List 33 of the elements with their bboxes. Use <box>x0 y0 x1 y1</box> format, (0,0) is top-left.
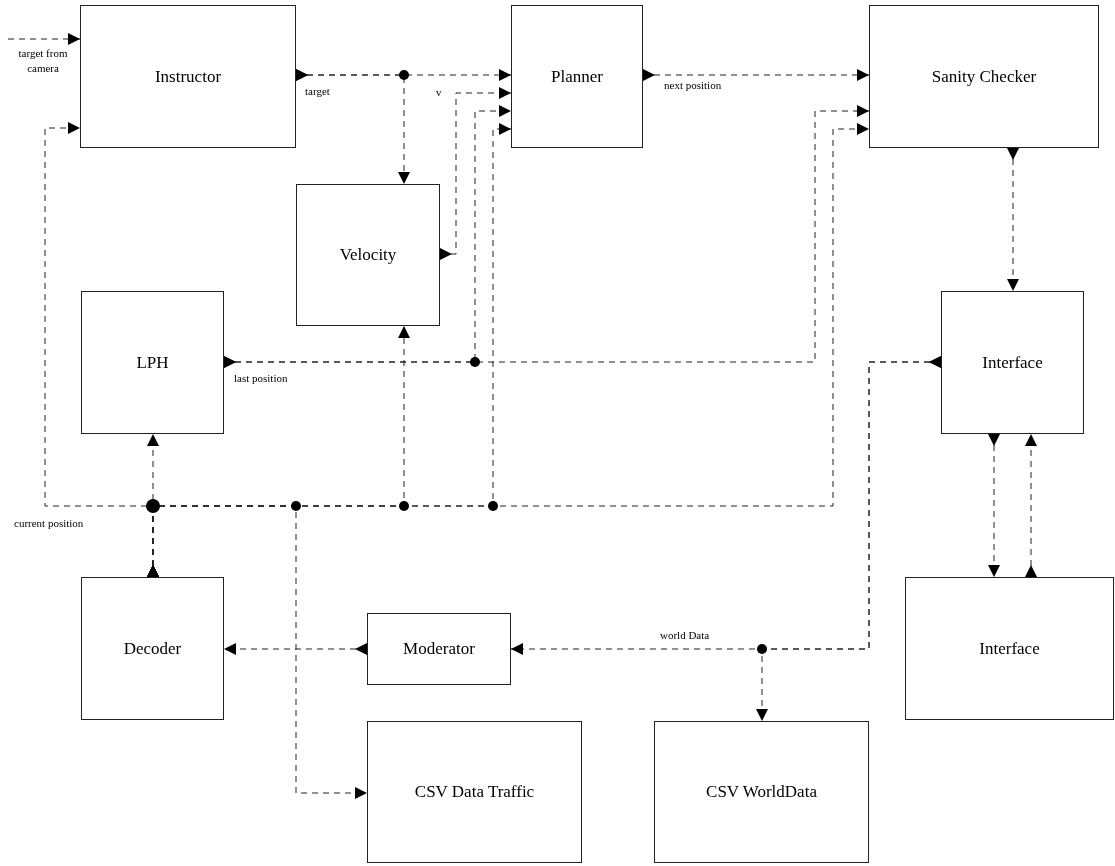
dashed-arrow <box>295 69 410 185</box>
block-label: Planner <box>551 65 603 88</box>
block-box <box>869 5 1099 148</box>
dashed-arrow <box>756 356 942 722</box>
dashed-arrow <box>1007 147 1019 292</box>
dashed-arrow <box>147 123 870 578</box>
block-box <box>367 613 511 685</box>
dashed-arrow <box>1025 433 1037 578</box>
block-box <box>654 721 869 863</box>
block-box <box>941 291 1084 434</box>
block-box <box>367 721 582 863</box>
block-label: LPH <box>136 351 169 374</box>
block-label: Sanity Checker <box>931 65 1037 88</box>
block-box <box>80 5 296 148</box>
block-label: Decoder <box>123 637 182 660</box>
block-label: Moderator <box>403 638 475 661</box>
block-label: CSV Data Traffic <box>414 781 535 804</box>
block-box <box>905 577 1114 720</box>
block-label: Interface <box>982 351 1043 374</box>
dashed-arrow <box>223 105 870 368</box>
dashed-arrow <box>988 433 1000 578</box>
dashed-arrow <box>439 87 512 260</box>
dashed-arrow <box>7 33 81 45</box>
dashed-arrow <box>223 643 368 655</box>
block-label: Instructor <box>154 65 222 88</box>
block-label: CSV WorldData <box>706 781 817 804</box>
block-box <box>511 5 643 148</box>
dashed-arrow <box>642 69 870 81</box>
block-box <box>81 291 224 434</box>
block-box <box>296 184 440 326</box>
block-label: Velocity <box>339 244 397 267</box>
block-label: Interface <box>979 637 1040 660</box>
block-box <box>81 577 224 720</box>
